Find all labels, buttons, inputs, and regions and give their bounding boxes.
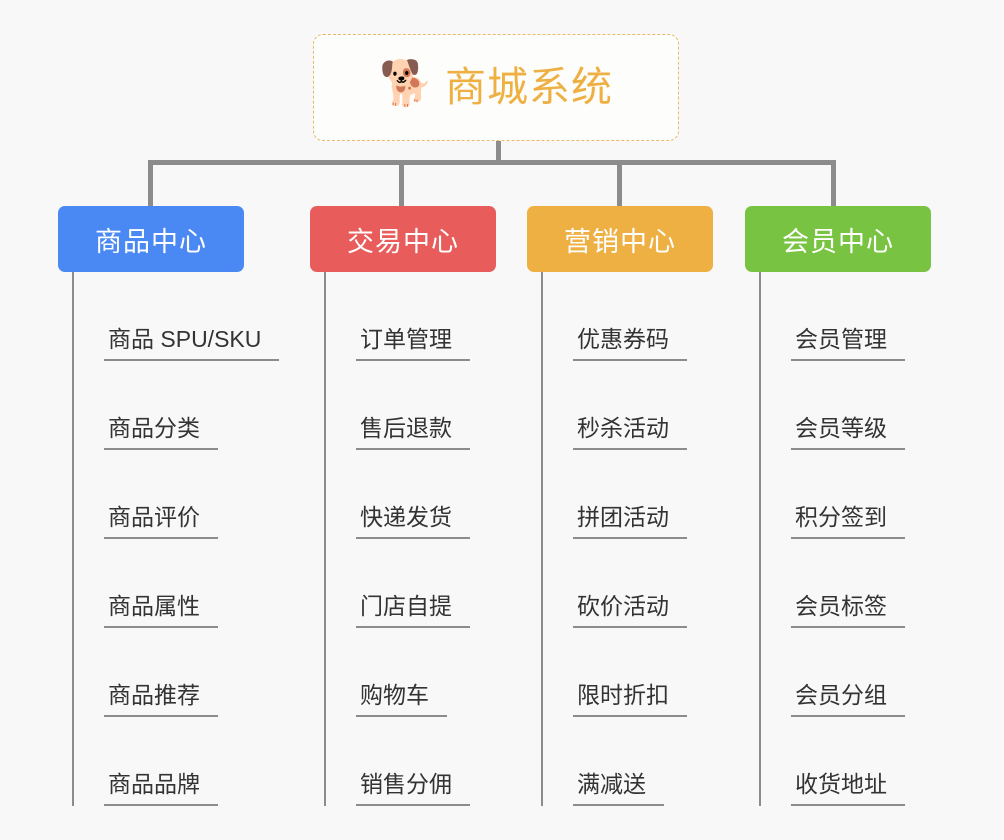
leaf-label: 砍价活动: [573, 593, 687, 628]
list-item[interactable]: 商品推荐: [58, 628, 278, 717]
root-node[interactable]: 🐕 商城系统: [313, 34, 679, 141]
connector-drop-1: [399, 160, 404, 206]
branch-header-member[interactable]: 会员中心: [745, 206, 931, 272]
list-item[interactable]: 收货地址: [745, 717, 965, 806]
leaf-label: 售后退款: [356, 415, 470, 450]
leaf-label: 会员管理: [791, 326, 905, 361]
leaf-label: 拼团活动: [573, 504, 687, 539]
branch-header-product[interactable]: 商品中心: [58, 206, 244, 272]
leaf-label: 购物车: [356, 682, 447, 717]
list-item[interactable]: 订单管理: [310, 272, 530, 361]
list-item[interactable]: 砍价活动: [527, 539, 747, 628]
branch-trunk-trade: [324, 272, 326, 806]
root-title: 商城系统: [445, 64, 613, 110]
connector-drop-2: [617, 160, 622, 206]
branch-header-label: 营销中心: [564, 226, 676, 257]
leaf-label: 门店自提: [356, 593, 470, 628]
leaf-label: 商品品牌: [104, 771, 218, 806]
leaf-list-member: 会员管理 会员等级 积分签到 会员标签 会员分组 收货地址: [745, 272, 965, 806]
leaf-label: 商品 SPU/SKU: [104, 326, 280, 361]
leaf-label: 商品属性: [104, 593, 218, 628]
leaf-label: 商品评价: [104, 504, 218, 539]
branch-trunk-member: [759, 272, 761, 806]
branch-column-marketing: 营销中心 优惠券码 秒杀活动 拼团活动 砍价活动 限时折扣: [527, 206, 747, 806]
connector-drop-3: [831, 160, 836, 206]
list-item[interactable]: 商品分类: [58, 361, 278, 450]
connector-drop-0: [148, 160, 153, 206]
list-item[interactable]: 售后退款: [310, 361, 530, 450]
branch-header-label: 商品中心: [95, 226, 207, 257]
branch-header-label: 交易中心: [347, 226, 459, 257]
branch-trunk-marketing: [541, 272, 543, 806]
list-item[interactable]: 商品 SPU/SKU: [58, 272, 280, 361]
branch-trunk-product: [72, 272, 74, 806]
leaf-label: 销售分佣: [356, 771, 470, 806]
list-item[interactable]: 秒杀活动: [527, 361, 747, 450]
leaf-label: 商品推荐: [104, 682, 218, 717]
branch-column-member: 会员中心 会员管理 会员等级 积分签到 会员标签 会员分组: [745, 206, 965, 806]
list-item[interactable]: 会员分组: [745, 628, 965, 717]
leaf-label: 秒杀活动: [573, 415, 687, 450]
list-item[interactable]: 会员标签: [745, 539, 965, 628]
leaf-list-marketing: 优惠券码 秒杀活动 拼团活动 砍价活动 限时折扣 满减送: [527, 272, 747, 806]
leaf-list-product: 商品 SPU/SKU 商品分类 商品评价 商品属性 商品推荐 商品品牌: [58, 272, 280, 806]
list-item[interactable]: 拼团活动: [527, 450, 747, 539]
leaf-label: 订单管理: [356, 326, 470, 361]
leaf-label: 满减送: [573, 771, 664, 806]
list-item[interactable]: 会员等级: [745, 361, 965, 450]
connector-bar: [148, 160, 836, 165]
branch-header-marketing[interactable]: 营销中心: [527, 206, 713, 272]
list-item[interactable]: 购物车: [310, 628, 530, 717]
list-item[interactable]: 优惠券码: [527, 272, 747, 361]
leaf-label: 会员标签: [791, 593, 905, 628]
leaf-label: 商品分类: [104, 415, 218, 450]
leaf-label: 优惠券码: [573, 326, 687, 361]
leaf-label: 会员分组: [791, 682, 905, 717]
leaf-label: 收货地址: [791, 771, 905, 806]
list-item[interactable]: 商品属性: [58, 539, 278, 628]
list-item[interactable]: 满减送: [527, 717, 747, 806]
branch-header-trade[interactable]: 交易中心: [310, 206, 496, 272]
leaf-label: 快递发货: [356, 504, 470, 539]
shiba-dog-face-icon: 🐕: [379, 58, 434, 108]
branch-column-trade: 交易中心 订单管理 售后退款 快递发货 门店自提 购物车: [310, 206, 530, 806]
leaf-label: 积分签到: [791, 504, 905, 539]
list-item[interactable]: 限时折扣: [527, 628, 747, 717]
connector-stem: [496, 141, 501, 165]
list-item[interactable]: 会员管理: [745, 272, 965, 361]
leaf-list-trade: 订单管理 售后退款 快递发货 门店自提 购物车 销售分佣: [310, 272, 530, 806]
branch-column-product: 商品中心 商品 SPU/SKU 商品分类 商品评价 商品属性 商品推荐: [58, 206, 280, 806]
list-item[interactable]: 积分签到: [745, 450, 965, 539]
list-item[interactable]: 商品评价: [58, 450, 278, 539]
list-item[interactable]: 门店自提: [310, 539, 530, 628]
list-item[interactable]: 商品品牌: [58, 717, 278, 806]
leaf-label: 限时折扣: [573, 682, 687, 717]
list-item[interactable]: 销售分佣: [310, 717, 530, 806]
leaf-label: 会员等级: [791, 415, 905, 450]
branch-header-label: 会员中心: [782, 226, 894, 257]
list-item[interactable]: 快递发货: [310, 450, 530, 539]
